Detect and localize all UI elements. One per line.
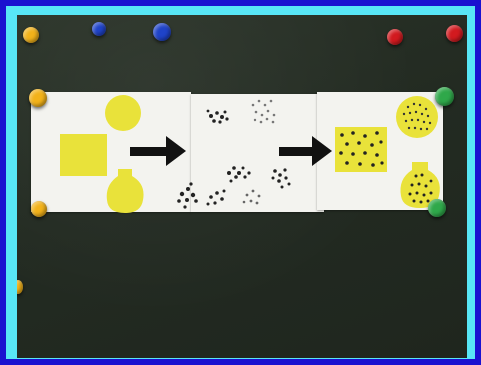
magnet-yellow-left-upper xyxy=(29,89,47,107)
magnet-green-right-upper xyxy=(435,87,454,106)
arrow-right-1 xyxy=(130,136,186,166)
yellow-circle-with-dots xyxy=(396,96,438,138)
arrow-right-2 xyxy=(279,136,332,166)
yellow-square-with-dots xyxy=(335,127,387,172)
magnet-green-right-lower xyxy=(428,199,446,217)
chalkboard xyxy=(17,15,467,358)
yellow-vase-shape xyxy=(107,169,144,213)
magnet-yellow-left-lower xyxy=(31,201,47,217)
drawings-layer xyxy=(17,15,467,358)
particle-clusters xyxy=(177,100,290,209)
